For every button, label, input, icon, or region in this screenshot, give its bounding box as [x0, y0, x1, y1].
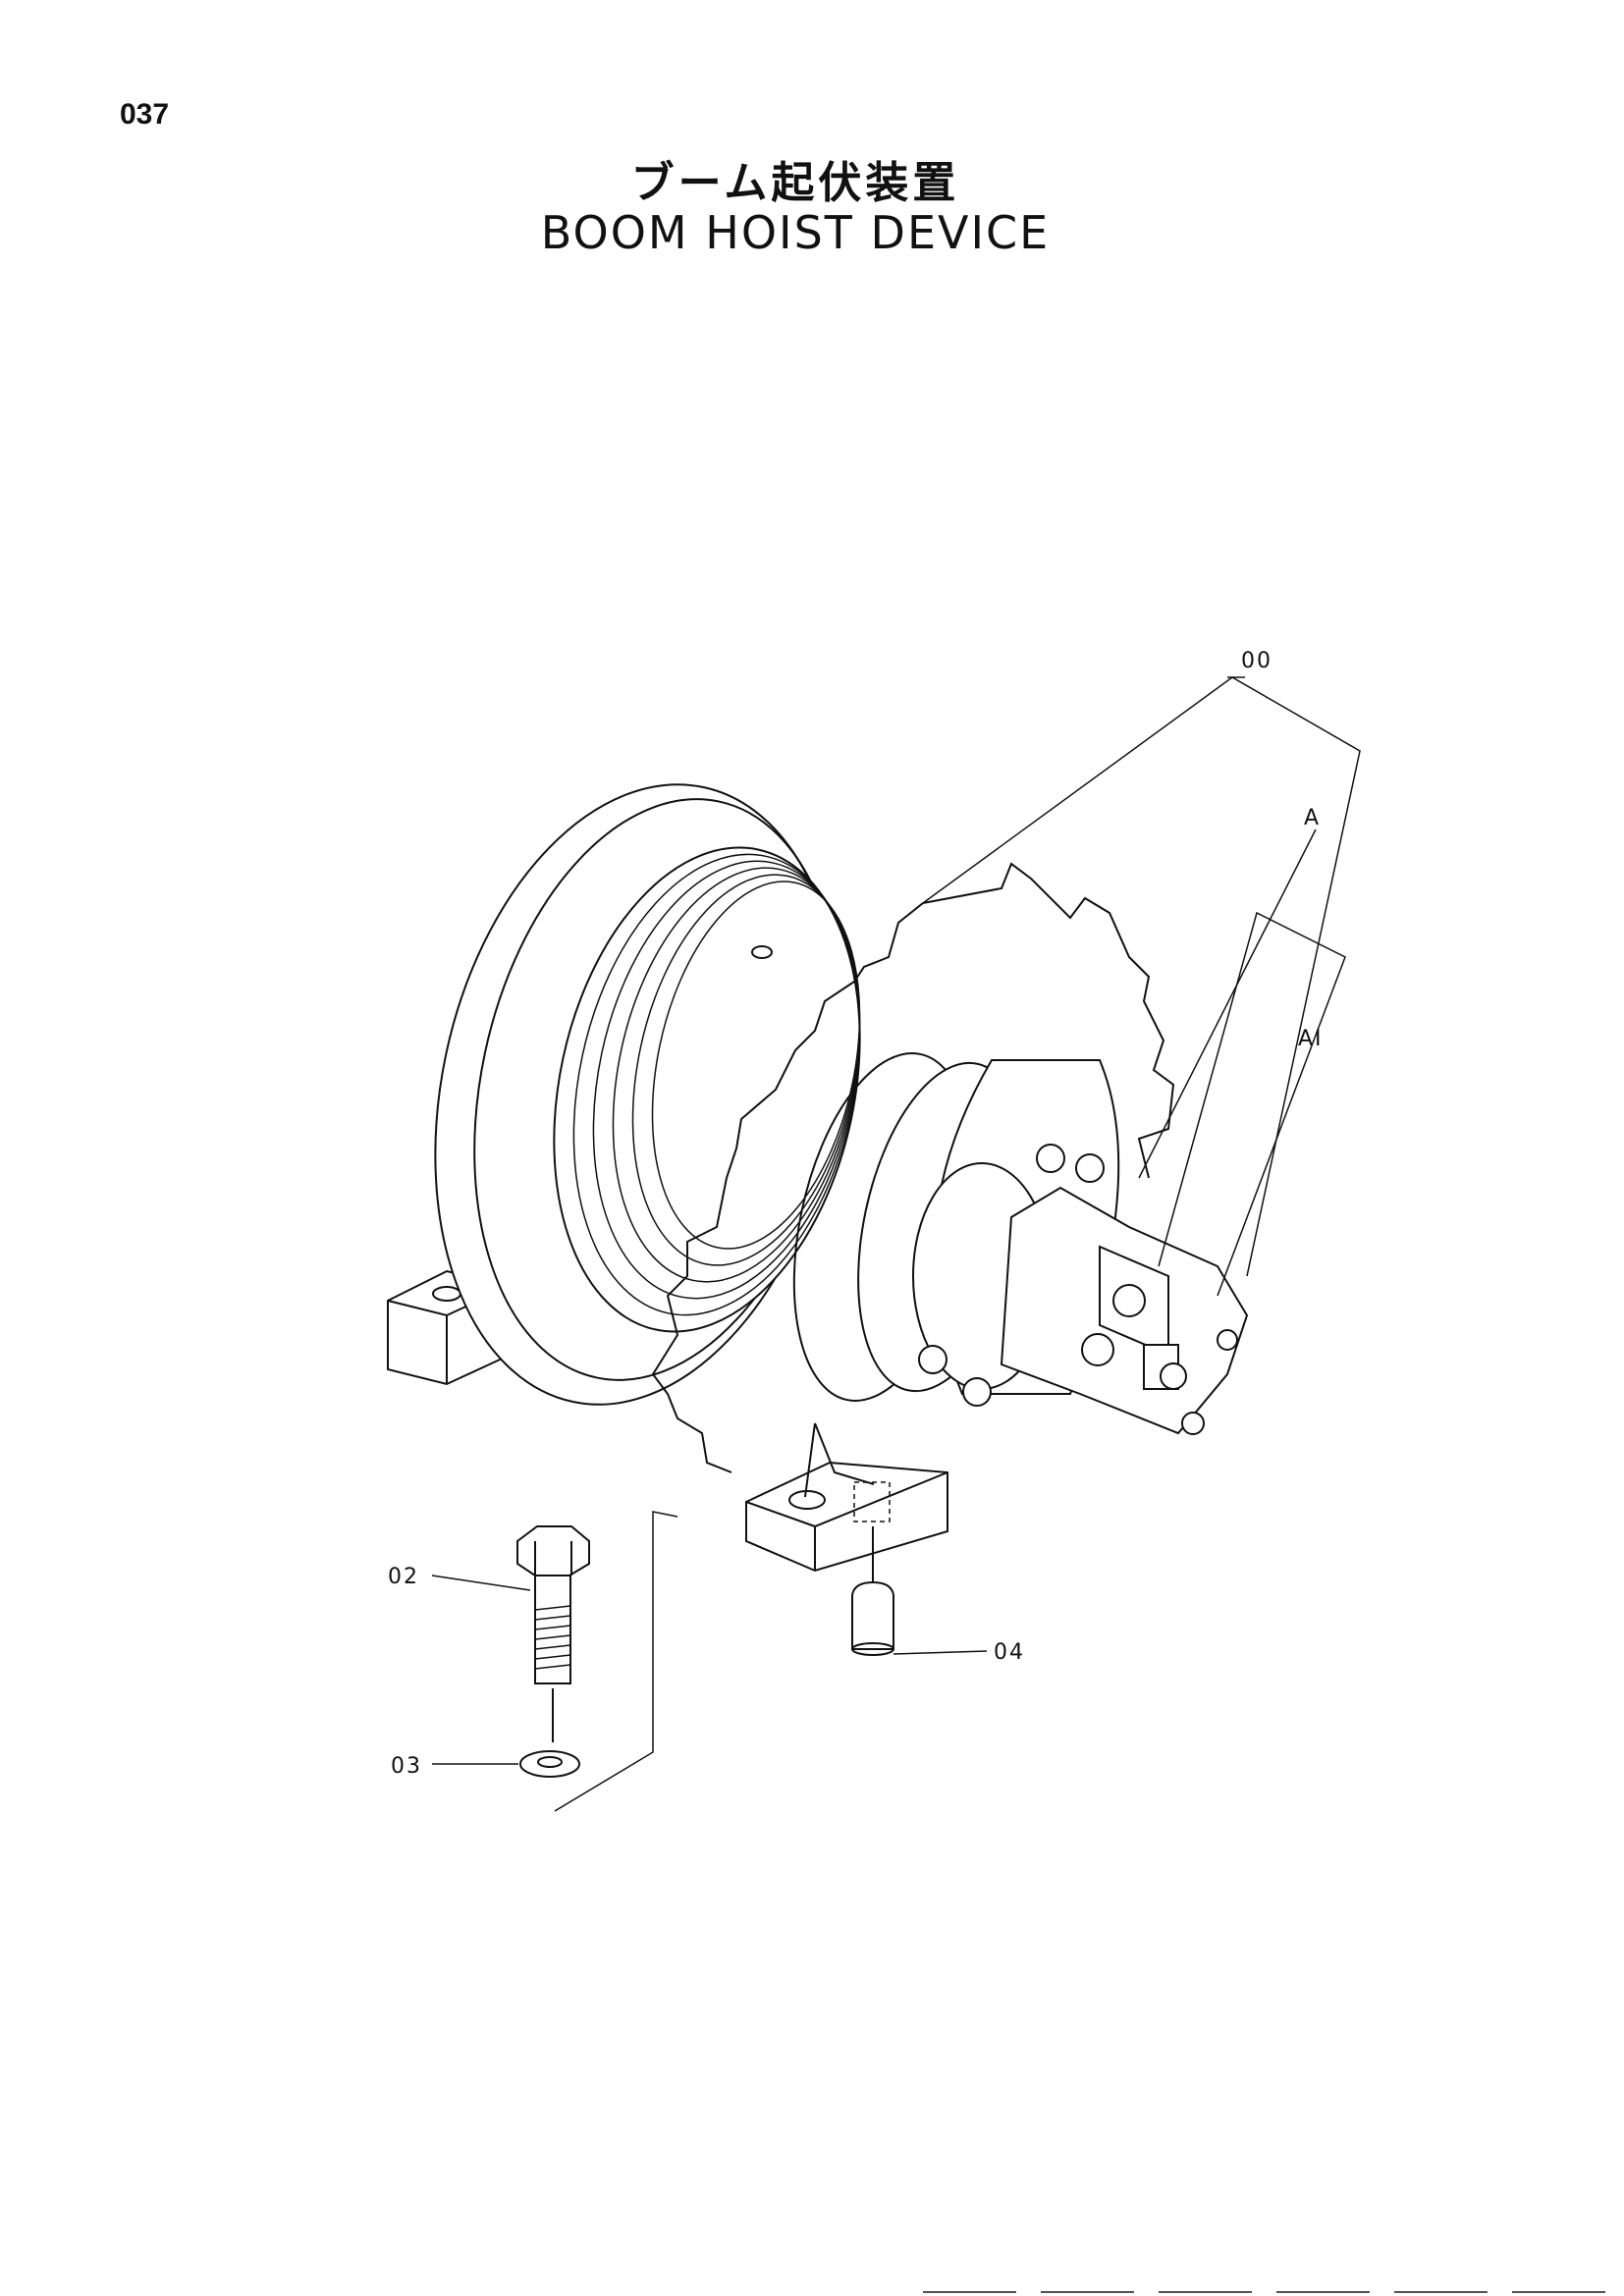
title-japanese: ブーム起伏装置 — [630, 158, 960, 208]
part-washer — [519, 1750, 580, 1778]
right-mounting-foot — [745, 1422, 948, 1573]
ring-gear — [651, 862, 1175, 1473]
drum-hole — [751, 945, 773, 959]
part-bolt — [516, 1525, 590, 1742]
cable-drum — [553, 846, 861, 1333]
title-english: BOOM HOIST DEVICE — [540, 206, 1051, 259]
footer-rule — [923, 2291, 1016, 2293]
callout-03: 03 — [391, 1754, 422, 1779]
part-plug — [851, 1526, 894, 1656]
footer-rule — [1159, 2291, 1252, 2293]
footer-rule — [1276, 2291, 1370, 2293]
page-number: 037 — [120, 98, 170, 131]
callout-02: 02 — [388, 1565, 419, 1589]
control-valve — [1000, 1186, 1249, 1435]
footer-rule — [1041, 2291, 1134, 2293]
callout-04: 04 — [994, 1640, 1025, 1665]
footer-rule — [1512, 2291, 1605, 2293]
leader-lines — [431, 676, 1361, 1812]
callout-00: 00 — [1241, 649, 1272, 673]
callout-a1: AI — [1298, 1027, 1324, 1051]
callout-a: A — [1304, 806, 1321, 830]
footer-rule — [1394, 2291, 1488, 2293]
